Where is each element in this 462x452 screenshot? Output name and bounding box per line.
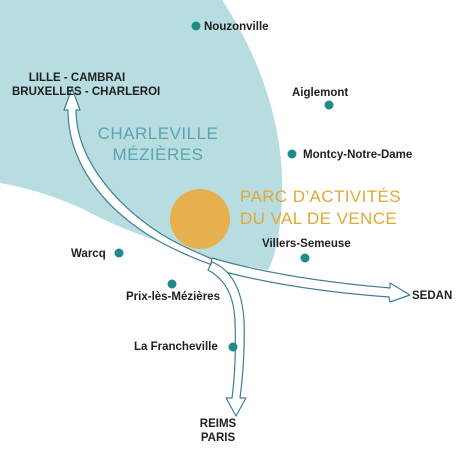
label-prix: Prix-lès-Mézières xyxy=(126,291,220,303)
parc-circle xyxy=(170,189,230,249)
parc-line2: DU VAL DE VENCE xyxy=(240,209,398,228)
destination-south-line1: REIMS xyxy=(199,418,237,430)
destination-east: SEDAN xyxy=(412,290,453,302)
dot-aiglemont xyxy=(324,100,334,110)
dot-prix xyxy=(167,279,177,289)
destination-north-line2: BRUXELLES - CHARLEROI xyxy=(12,86,161,98)
parc-line1: PARC D’ACTIVITÉS xyxy=(240,187,401,206)
urban-area-line1: CHARLEVILLE xyxy=(97,124,219,143)
label-francheville: La Francheville xyxy=(134,341,218,353)
label-aiglemont: Aiglemont xyxy=(292,87,349,99)
destination-north-line1: LILLE - CAMBRAI xyxy=(28,72,126,84)
label-montcy: Montcy-Notre-Dame xyxy=(303,149,413,161)
destination-south-line2: PARIS xyxy=(200,432,236,444)
dot-villers xyxy=(300,253,310,263)
label-warcq: Warcq xyxy=(71,248,106,260)
road-south-arrow xyxy=(207,261,247,417)
road-east-arrow xyxy=(209,257,411,303)
dot-montcy xyxy=(287,149,297,159)
dot-francheville xyxy=(228,342,238,352)
destination-north: LILLE - CAMBRAI BRUXELLES - CHARLEROI xyxy=(12,71,161,99)
parc-label: PARC D’ACTIVITÉS DU VAL DE VENCE xyxy=(240,186,401,230)
urban-area-label: CHARLEVILLE MÉZIÈRES xyxy=(78,123,238,165)
dot-nouzonville xyxy=(191,21,201,31)
label-nouzonville: Nouzonville xyxy=(204,21,269,33)
label-villers: Villers-Semeuse xyxy=(262,238,351,250)
urban-area-line2: MÉZIÈRES xyxy=(112,145,204,164)
destination-south: REIMS PARIS xyxy=(196,417,240,445)
dot-warcq xyxy=(114,248,124,258)
